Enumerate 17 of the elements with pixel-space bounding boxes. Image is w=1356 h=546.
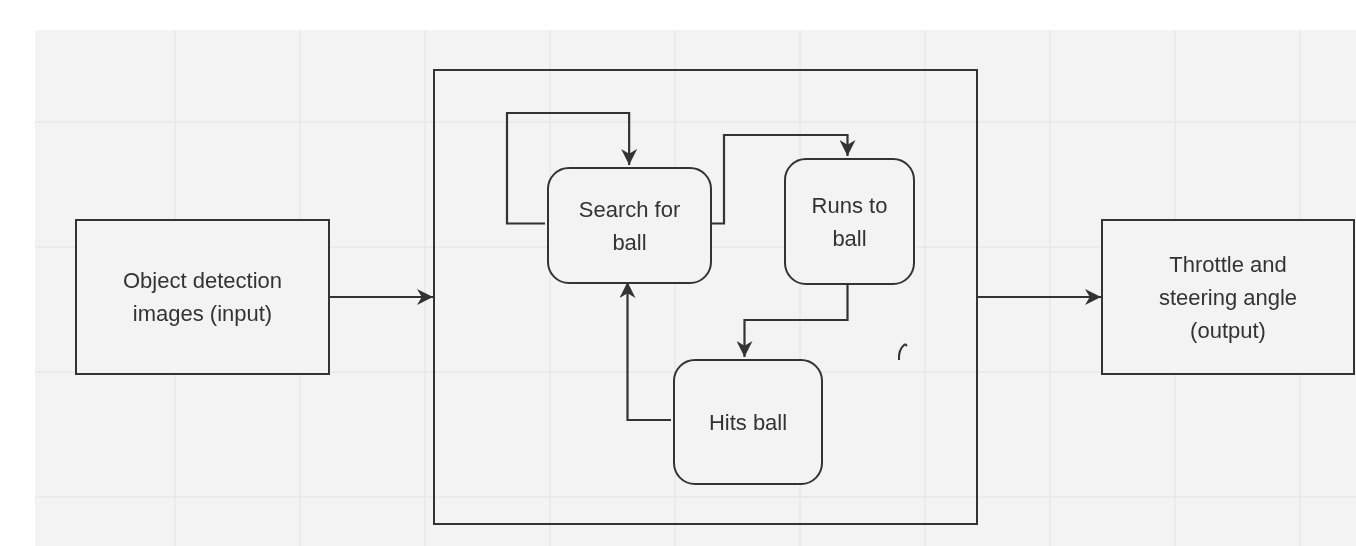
arrow <box>710 133 856 225</box>
arrow <box>619 282 671 422</box>
node-label: Runs to ball <box>810 191 889 253</box>
arrow <box>976 289 1101 305</box>
node-label: Hits ball <box>707 408 789 437</box>
arrow <box>328 289 433 305</box>
node-label: Object detection images (input) <box>122 267 283 328</box>
input-box <box>75 219 330 375</box>
arrow <box>736 283 849 357</box>
state-box <box>547 167 712 284</box>
state-box <box>784 158 915 285</box>
node-label: Throttle and steering angle (output) <box>1157 250 1299 345</box>
arrow <box>505 111 638 225</box>
container-box <box>433 69 978 525</box>
node-label: Search for ball <box>577 195 682 257</box>
output-box <box>1101 219 1355 375</box>
state-box <box>673 359 823 485</box>
